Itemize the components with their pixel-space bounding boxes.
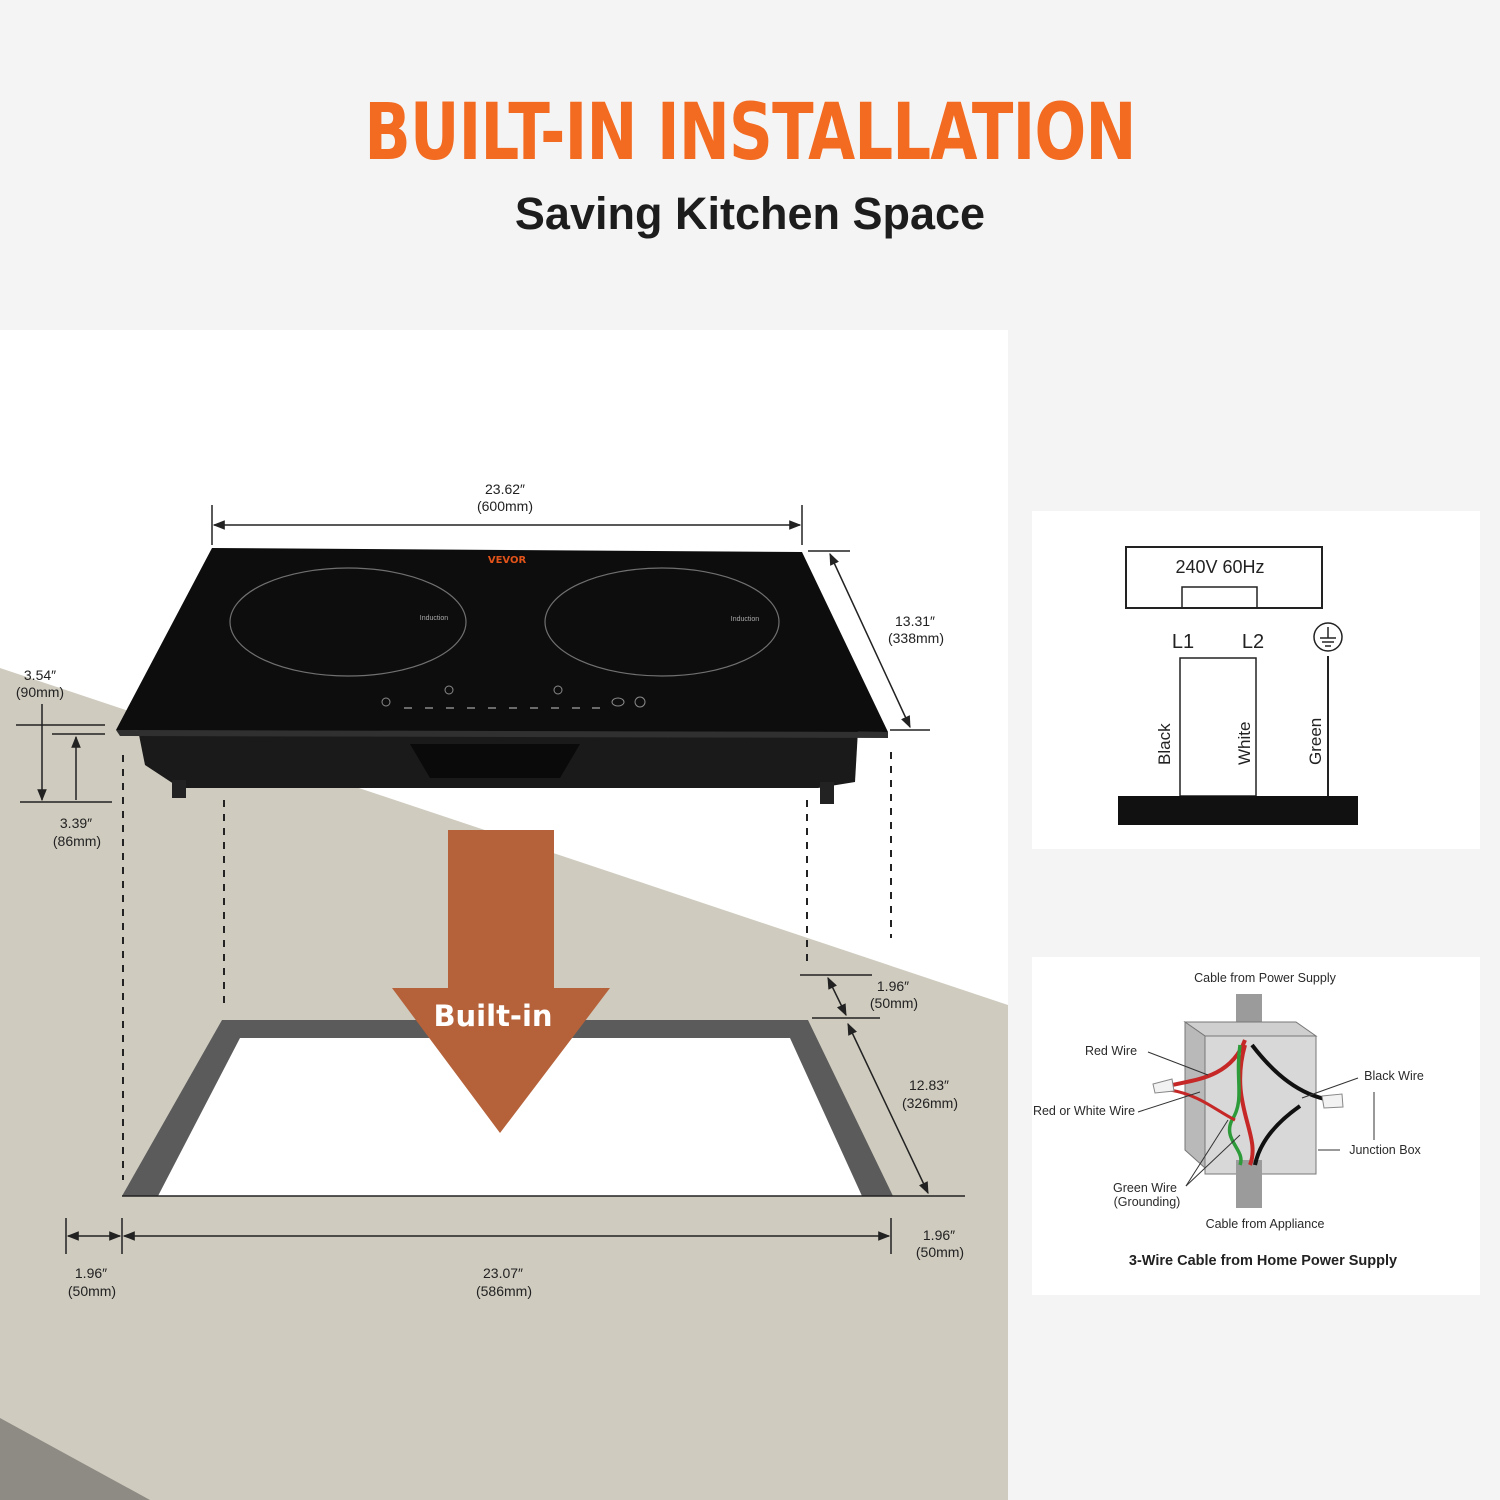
svg-text:3.54″: 3.54″	[24, 667, 56, 683]
page-title: BUILT-IN INSTALLATION	[364, 88, 1136, 178]
svg-text:Junction Box: Junction Box	[1349, 1143, 1421, 1157]
svg-text:Green Wire: Green Wire	[1113, 1181, 1177, 1195]
svg-text:13.31″: 13.31″	[895, 613, 935, 629]
height-dimension: 3.54″ (90mm) 3.39″ (86mm)	[16, 667, 112, 849]
svg-text:(600mm): (600mm)	[477, 498, 533, 514]
right-zone-label: Induction	[731, 616, 760, 623]
svg-text:12.83″: 12.83″	[909, 1077, 949, 1093]
svg-text:White: White	[1235, 722, 1254, 765]
right-burner-ring	[544, 567, 780, 677]
svg-text:23.07″: 23.07″	[483, 1265, 523, 1281]
control-panel	[381, 685, 646, 708]
cutout-width-dimension: 1.96″ (50mm) 23.07″ (586mm) 1.96″ (50mm)	[65, 1218, 964, 1299]
svg-text:Black Wire: Black Wire	[1364, 1069, 1424, 1083]
built-in-arrow	[392, 830, 610, 1133]
svg-text:(86mm): (86mm)	[53, 833, 101, 849]
svg-text:(50mm): (50mm)	[68, 1283, 116, 1299]
ground-icon	[1313, 622, 1343, 652]
svg-text:Cable from Power Supply: Cable from Power Supply	[1194, 971, 1336, 985]
svg-text:(50mm): (50mm)	[870, 995, 918, 1011]
left-burner-ring	[229, 567, 467, 677]
supply-label: 240V 60Hz	[1175, 557, 1264, 577]
built-in-label: Built-in	[433, 999, 552, 1033]
svg-text:(Grounding): (Grounding)	[1114, 1195, 1181, 1209]
svg-text:23.62″: 23.62″	[485, 481, 525, 497]
junction-box-diagram: Cable from Power Supply Red Wire Red or …	[1032, 957, 1480, 1295]
glass-top	[116, 548, 888, 732]
svg-text:Cable from Appliance: Cable from Appliance	[1206, 1217, 1325, 1231]
svg-text:(90mm): (90mm)	[16, 684, 64, 700]
page-subtitle: Saving Kitchen Space	[514, 188, 986, 239]
svg-text:Green: Green	[1306, 718, 1325, 765]
projection-lines	[122, 752, 892, 1180]
top-width-dimension: 23.62″ (600mm)	[211, 481, 803, 545]
svg-text:Black: Black	[1155, 723, 1174, 765]
svg-text:Red or White Wire: Red or White Wire	[1033, 1104, 1135, 1118]
left-zone-label: Induction	[420, 615, 449, 622]
cutout-depth-dimension: 12.83″ (326mm)	[847, 1022, 958, 1195]
svg-text:1.96″: 1.96″	[877, 978, 909, 994]
svg-text:(326mm): (326mm)	[902, 1095, 958, 1111]
svg-text:3.39″: 3.39″	[60, 815, 92, 831]
svg-text:(338mm): (338mm)	[888, 630, 944, 646]
junction-caption: 3-Wire Cable from Home Power Supply	[1129, 1253, 1397, 1269]
svg-text:L1: L1	[1172, 631, 1194, 653]
svg-text:(586mm): (586mm)	[476, 1283, 532, 1299]
depth-dimension: 13.31″ (338mm)	[808, 550, 944, 731]
brand-logo: VEVOR	[488, 555, 527, 566]
svg-text:1.96″: 1.96″	[75, 1265, 107, 1281]
countertop-edge	[0, 1418, 150, 1500]
front-margin-dimension: 1.96″ (50mm)	[800, 974, 918, 1019]
svg-text:(50mm): (50mm)	[916, 1244, 964, 1260]
wiring-schematic: 240V 60Hz L1 L2 Black White Green	[1032, 511, 1480, 849]
svg-text:1.96″: 1.96″	[923, 1227, 955, 1243]
cooktop: Induction Induction VEVOR	[116, 548, 888, 804]
svg-text:L2: L2	[1242, 631, 1264, 653]
svg-text:Red Wire: Red Wire	[1085, 1044, 1137, 1058]
